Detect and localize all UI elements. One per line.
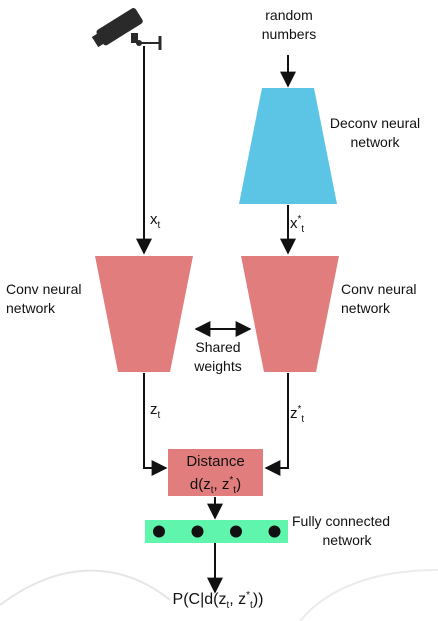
output-probability: P(C|d(zt, z*t)) — [148, 590, 288, 611]
random-numbers-label-line: random — [265, 7, 313, 23]
formula-part: , z — [213, 476, 230, 493]
fc-layer-bar — [145, 520, 288, 543]
var-base: x — [150, 211, 158, 228]
conv-network-right-label: Conv neural network — [341, 280, 417, 318]
formula-sup: * — [229, 475, 234, 486]
fc-label-line: Fully connected — [292, 513, 391, 529]
deconv-network-shape — [239, 88, 337, 204]
formula-part: , z — [229, 591, 247, 608]
formula-part: )) — [252, 591, 264, 608]
formula-sub: t — [226, 600, 230, 611]
conv-network-right-shape — [241, 256, 339, 372]
conv-network-left-shape — [95, 256, 193, 372]
fc-node — [268, 525, 281, 538]
background-curve — [0, 569, 171, 606]
z-star-t-label: z*t — [290, 402, 304, 428]
var-sup: * — [297, 214, 302, 225]
var-sub: t — [301, 224, 305, 235]
var-sub: t — [301, 414, 305, 425]
var-base: x — [290, 215, 298, 232]
conv-left-label-line: Conv neural — [6, 281, 82, 297]
formula-sup: * — [246, 590, 251, 601]
formula-sub: t — [233, 485, 237, 496]
shared-weights-label-line: Shared — [195, 339, 241, 355]
distance-node: Distance d(zt, z*t) — [168, 449, 263, 496]
var-base: z — [150, 401, 158, 418]
x-t-label: xt — [150, 212, 160, 234]
camera-icon — [91, 7, 162, 50]
x-star-t-label: x*t — [290, 212, 304, 238]
formula-part: d(z — [189, 476, 211, 493]
fc-node — [230, 525, 242, 538]
fc-label-line: network — [322, 532, 372, 548]
distance-formula: d(zt, z*t) — [168, 471, 263, 500]
shared-weights-label-line: weights — [194, 358, 242, 374]
formula-sub: t — [210, 485, 214, 496]
fc-node — [153, 525, 165, 538]
random-numbers-label: random numbers — [252, 6, 326, 44]
z-t-label: zt — [150, 402, 160, 424]
arrow-right-to-distance — [264, 373, 289, 476]
fc-node — [191, 525, 204, 538]
deconv-label-line: Deconv neural — [329, 115, 421, 131]
shared-weights-label: Shared weights — [180, 338, 256, 376]
arrow-left-to-distance — [143, 373, 168, 476]
distance-title: Distance — [186, 453, 245, 470]
background-curve — [299, 569, 438, 621]
var-sub: t — [157, 220, 161, 231]
conv-right-label-line: Conv neural — [341, 281, 417, 297]
deconv-label-line: network — [350, 134, 400, 150]
conv-network-left-label: Conv neural network — [6, 280, 82, 318]
deconv-network-label: Deconv neural network — [320, 114, 430, 152]
var-base: z — [290, 405, 298, 422]
conv-right-label-line: network — [341, 300, 391, 316]
var-sup: * — [297, 404, 302, 415]
formula-sub: t — [250, 600, 253, 611]
conv-left-label-line: network — [6, 300, 56, 316]
formula-part: P(C|d(z — [172, 591, 227, 608]
fc-nodes — [153, 525, 281, 538]
var-sub: t — [157, 410, 161, 421]
formula-part: ) — [236, 476, 242, 493]
random-numbers-label-line: numbers — [261, 26, 317, 42]
fully-connected-label: Fully connected network — [292, 512, 390, 550]
